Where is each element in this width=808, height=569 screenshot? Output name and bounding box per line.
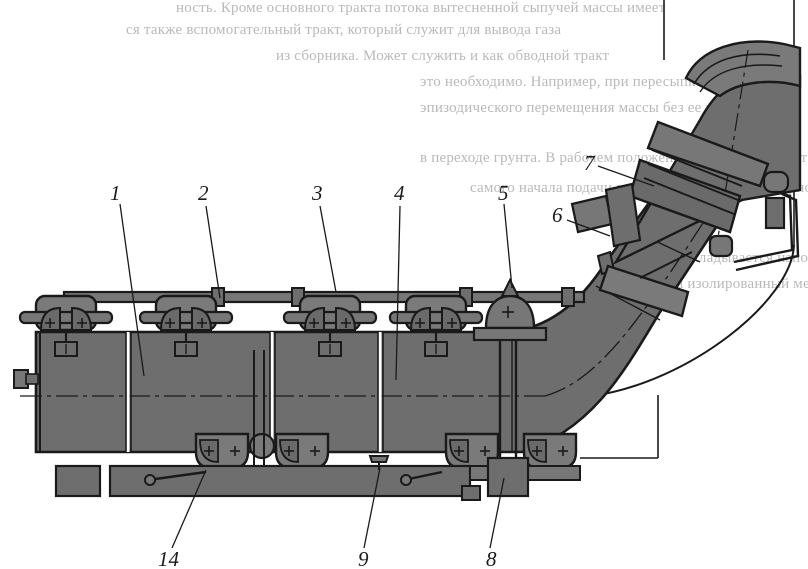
bottom-bracket-row [194, 350, 578, 478]
callout-14: 14 [158, 547, 180, 569]
callout-6: 6 [552, 203, 563, 227]
callout-9: 9 [358, 547, 369, 569]
background-text-line: из сборника. Может служить и как обводно… [276, 48, 610, 64]
background-text-line: ность. Кроме основного тракта потока выт… [176, 0, 666, 16]
leader-lines [119, 165, 655, 549]
callout-8: 8 [486, 547, 497, 569]
background-text-line: это необходимо. Например, при пересыпке … [420, 74, 767, 90]
callout-7: 7 [584, 151, 596, 175]
callout-labels: 1 2 3 4 5 6 7 8 9 14 [110, 151, 596, 569]
clamp-assembly [570, 120, 800, 318]
callout-4: 4 [394, 181, 405, 205]
callout-5: 5 [498, 181, 509, 205]
callout-2: 2 [198, 181, 209, 205]
background-text-line: эпизодического перемещения массы без ее … [420, 100, 767, 116]
background-text-line: ся также вспомогательный тракт, который … [126, 22, 562, 38]
valve-unit [472, 277, 548, 470]
callout-1: 1 [110, 181, 121, 205]
lower-support-beam [54, 455, 581, 501]
callout-3: 3 [311, 181, 323, 205]
